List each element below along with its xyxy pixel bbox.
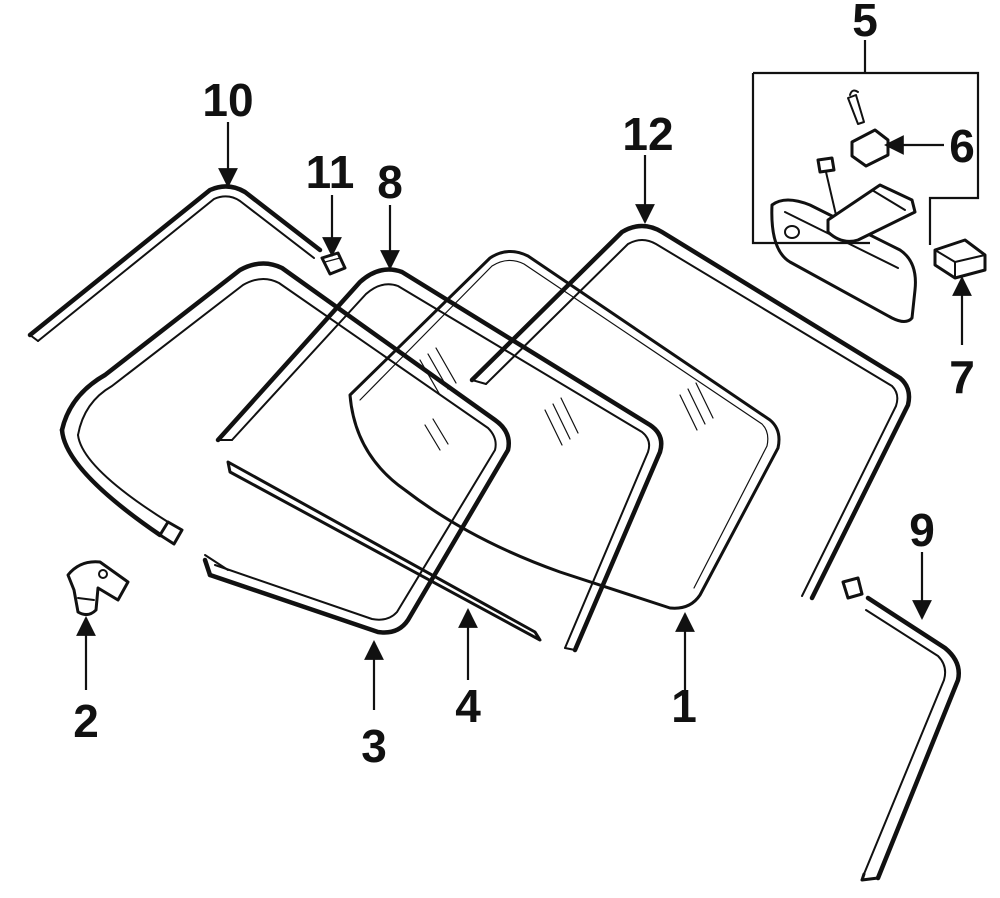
callout-12: 12 [622,108,673,160]
callout-7: 7 [949,351,975,403]
callout-2: 2 [73,695,99,747]
part-7-base-pad [933,238,987,280]
part-8-molding [215,267,664,653]
part-11-clip [320,251,347,276]
callout-1: 1 [671,680,697,732]
callout-5: 5 [852,0,878,46]
callout-4: 4 [455,680,481,732]
callout-3: 3 [361,720,387,772]
part-12-glass-molding [469,223,912,601]
callout-11: 11 [306,146,355,198]
part-2-bracket [66,560,130,617]
part-1-windshield-glass [348,250,781,610]
callout-8: 8 [377,156,403,208]
part-4-lower-molding [204,460,542,642]
callouts: 1 2 3 4 5 6 7 8 9 10 11 12 [73,0,975,772]
callout-10: 10 [202,74,253,126]
part-6-mount-button [847,89,890,168]
leader-lines [76,122,972,710]
callout-9: 9 [909,504,935,556]
part-5-mirror-assembly [751,40,980,323]
callout-6: 6 [949,120,975,172]
part-3-weatherstrip [59,261,511,635]
part-9-side-molding [841,576,961,882]
